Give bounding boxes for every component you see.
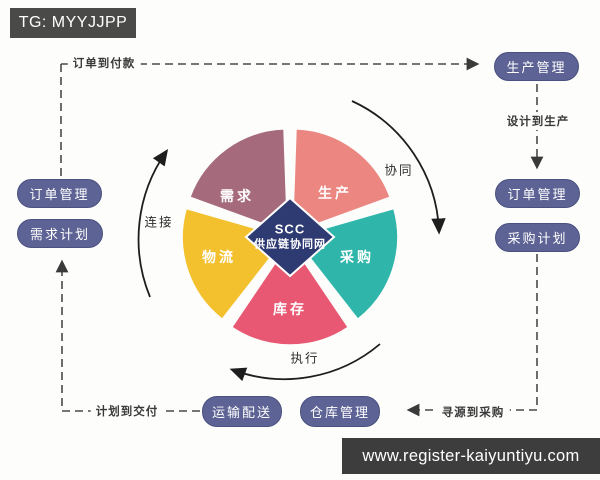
phase-label-execute: 执行 xyxy=(290,351,320,366)
phase-label-connect: 连接 xyxy=(144,215,174,230)
flow-label-order-to-payment: 订单到付款 xyxy=(67,54,141,72)
node-order-management-right: 订单管理 xyxy=(495,179,580,208)
connector-source-to-procurement xyxy=(406,254,538,417)
flow-label-source-to-procurement: 寻源到采购 xyxy=(436,403,510,421)
segment-label-logistics: 物流 xyxy=(202,249,236,265)
arc-connect-arrow xyxy=(137,149,169,298)
flow-label-design-to-production: 设计到生产 xyxy=(501,112,575,130)
node-transport-delivery: 运输配送 xyxy=(202,396,282,427)
node-demand-plan: 需求计划 xyxy=(17,219,103,248)
node-procurement-plan: 采购计划 xyxy=(495,223,580,252)
telegram-watermark: TG: MYYJJPP xyxy=(10,8,136,38)
hub-title-line2: 供应链协同网 xyxy=(254,238,326,251)
node-production-management: 生产管理 xyxy=(494,52,579,81)
website-watermark: www.register-kaiyuntiyu.com xyxy=(342,438,600,474)
segment-label-production: 生产 xyxy=(318,185,352,201)
node-warehouse-management: 仓库管理 xyxy=(300,396,380,427)
phase-label-collaborate: 协同 xyxy=(384,163,414,178)
segment-inventory xyxy=(230,239,350,346)
arc-execute-arrow xyxy=(229,343,381,382)
hub-diamond xyxy=(244,196,336,278)
segment-label-demand: 需求 xyxy=(220,188,254,204)
hub-title: SCC 供应链协同网 xyxy=(254,222,326,253)
segment-production xyxy=(291,128,392,234)
flow-label-plan-to-delivery: 计划到交付 xyxy=(90,402,164,420)
hub-title-line1: SCC xyxy=(274,221,306,237)
arc-collaborate-arrow xyxy=(351,100,446,235)
segment-label-procurement: 采购 xyxy=(340,249,374,265)
segment-label-inventory: 库存 xyxy=(273,301,307,317)
node-order-management-left: 订单管理 xyxy=(17,179,102,208)
segment-demand xyxy=(188,128,289,234)
connector-plan-to-delivery xyxy=(55,259,200,412)
